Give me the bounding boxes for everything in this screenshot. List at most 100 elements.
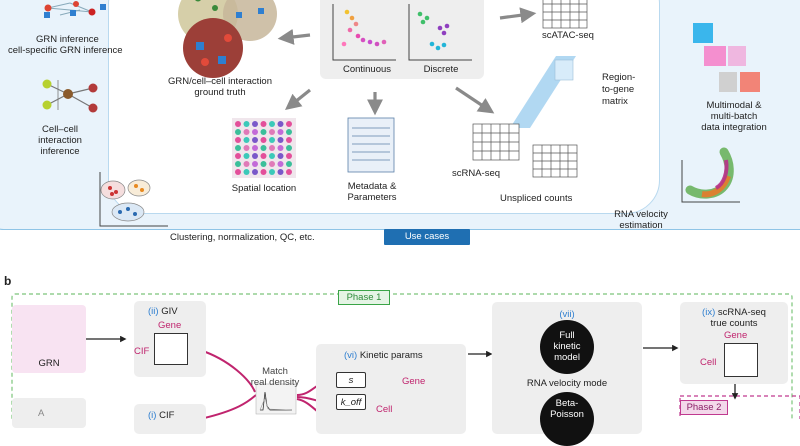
- ix-name: scRNA-seq: [717, 307, 766, 318]
- region-to-gene-label-2: to-gene: [602, 84, 635, 95]
- grn-box: [12, 305, 86, 373]
- discrete-scatter-plot: [408, 4, 472, 61]
- unspliced-counts-label: Unspliced counts: [500, 193, 573, 204]
- giv-cif-label: CIF: [134, 346, 150, 357]
- cell-cell-label-2: interaction: [38, 135, 82, 146]
- phase-2-tag: Phase 2: [680, 400, 728, 415]
- spatial-dot: [277, 153, 284, 159]
- panel-b-label: b: [4, 274, 12, 288]
- cif-number: (i): [148, 410, 157, 421]
- param-s-box[interactable]: [336, 372, 366, 388]
- spatial-dot: [243, 161, 250, 167]
- spatial-dot: [252, 153, 258, 159]
- rna-velocity-plot-icon: [681, 147, 740, 203]
- spatial-dot: [243, 129, 250, 135]
- spatial-dot: [269, 169, 275, 175]
- kinetic-gene-label: Gene: [402, 376, 426, 387]
- giv-title: (ii) GIV: [148, 306, 178, 317]
- spatial-dot: [269, 145, 275, 151]
- spatial-dot: [235, 161, 241, 167]
- match-density-label-2: real density: [250, 377, 300, 388]
- spatial-dot: [277, 137, 284, 143]
- ix-title-line2: true counts: [710, 318, 758, 329]
- kinetic-title: (vi) Kinetic params: [344, 350, 423, 361]
- spatial-dot: [269, 121, 275, 127]
- ix-number: (ix): [702, 307, 716, 318]
- spatial-location-icon: [232, 118, 296, 178]
- spatial-dot: [252, 129, 258, 135]
- continuous-label: Continuous: [342, 64, 392, 75]
- spatial-dot: [252, 121, 258, 127]
- full-kinetic-label-1: Full: [559, 330, 575, 341]
- partial-letter: A: [38, 408, 45, 419]
- full-kinetic-label-2: kinetic: [553, 341, 581, 352]
- spatial-dot: [286, 153, 292, 159]
- giv-number: (ii): [148, 306, 159, 317]
- match-density-label-1: Match: [262, 366, 288, 377]
- spatial-dot: [269, 137, 275, 143]
- spatial-dot: [286, 161, 292, 167]
- param-s-label: s: [348, 375, 354, 386]
- multimodal-label-2: multi-batch: [710, 111, 758, 122]
- continuous-scatter-plot: [332, 4, 396, 61]
- scatac-matrix-icon: [542, 0, 588, 29]
- spatial-dot: [269, 161, 275, 167]
- partial-grn-box: [12, 398, 86, 428]
- spatial-dot: [286, 145, 292, 151]
- spatial-dot: [235, 121, 241, 127]
- cell-cell-label-3: inference: [40, 146, 80, 157]
- spatial-dot: [277, 145, 284, 151]
- spatial-dot: [243, 153, 250, 159]
- spatial-dot: [235, 137, 241, 143]
- vii-label: (vii): [559, 309, 575, 320]
- spatial-dot: [252, 169, 258, 175]
- giv-name: GIV: [161, 306, 178, 317]
- spatial-dot: [243, 121, 250, 127]
- full-kinetic-label-3: model: [554, 352, 580, 363]
- spatial-dot: [260, 145, 267, 151]
- spatial-dot: [252, 145, 258, 151]
- cif-title: (i) CIF: [148, 410, 174, 421]
- spatial-dot: [243, 137, 250, 143]
- full-kinetic-model-circle[interactable]: [540, 320, 594, 374]
- grn-inference-network-icon: [44, 1, 106, 18]
- ix-matrix: [724, 343, 758, 377]
- clustering-plot-icon: [99, 172, 168, 227]
- velocity-mode-label: RNA velocity mode: [526, 378, 608, 389]
- phase-1-tag: Phase 1: [338, 290, 390, 305]
- multimodal-label-3: data integration: [701, 122, 767, 133]
- spatial-dot: [269, 153, 275, 159]
- spatial-dot: [260, 169, 267, 175]
- giv-matrix: [154, 333, 188, 365]
- use-cases-button[interactable]: Use cases: [384, 229, 470, 245]
- ix-title-line1: (ix) scRNA-seq: [680, 307, 788, 318]
- spatial-dot: [235, 153, 241, 159]
- spatial-dot: [277, 161, 284, 167]
- grn-ground-truth-label-1: GRN/cell–cell interaction: [167, 76, 272, 87]
- giv-gene-label: Gene: [158, 320, 182, 331]
- velocity-label-2: estimation: [619, 220, 663, 231]
- spatial-dot: [243, 145, 250, 151]
- scrna-matrix-icon: [472, 123, 578, 178]
- param-koff-box[interactable]: [336, 394, 366, 410]
- spatial-dot: [252, 137, 258, 143]
- cell-specific-grn-label: cell-specific GRN inference: [8, 45, 123, 56]
- spatial-dot: [277, 121, 284, 127]
- spatial-dot: [269, 129, 275, 135]
- metadata-sheet-icon: [347, 117, 395, 173]
- spatial-dot: [260, 153, 267, 159]
- grn-inference-label: GRN inference: [36, 34, 99, 45]
- ix-cell-label: Cell: [700, 357, 717, 368]
- spatial-dot: [260, 129, 267, 135]
- cell-cell-interaction-icon: [42, 79, 98, 113]
- grn-label: GRN: [38, 358, 60, 369]
- clustering-label: Clustering, normalization, QC, etc.: [170, 232, 315, 243]
- spatial-dot: [286, 129, 292, 135]
- velocity-label-1: RNA velocity: [614, 209, 668, 220]
- spatial-dot: [235, 145, 241, 151]
- region-to-gene-label-3: matrix: [602, 96, 628, 107]
- spatial-location-label: Spatial location: [231, 183, 297, 194]
- cell-cell-label-1: Cell–cell: [42, 124, 78, 135]
- spatial-dot: [235, 169, 241, 175]
- metadata-label-1: Metadata &: [347, 181, 397, 192]
